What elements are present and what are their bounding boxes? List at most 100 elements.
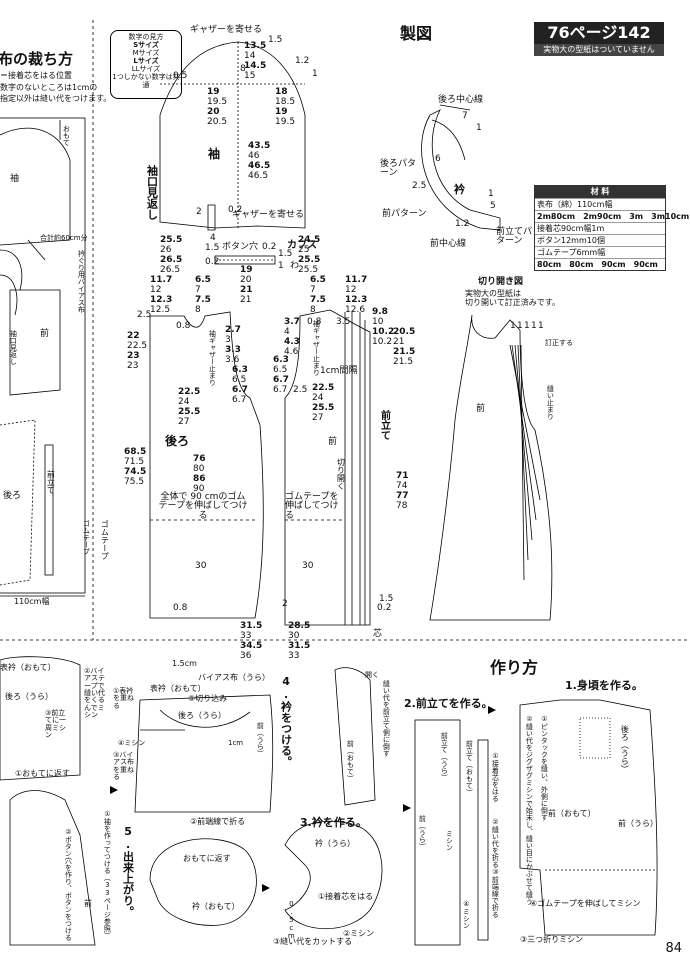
slash-spread-stop-note: 縫い止まり xyxy=(546,385,555,420)
slash-spread-v2: 1 xyxy=(517,321,523,331)
front-gather-stop: 袖ギャザー止まり xyxy=(312,320,321,376)
cuff-fold: わ xyxy=(290,261,300,271)
step-3-collar-back: 衿（うら） xyxy=(315,839,355,848)
step-3-collar-face: 衿（おもて） xyxy=(192,902,240,911)
step-4-note-2: ②前端線で折る xyxy=(190,817,246,826)
sleeve-label: 袖 xyxy=(208,147,221,161)
slash-spread-v1: 1 xyxy=(510,321,516,331)
step-2-open: 開く xyxy=(365,671,379,679)
front-placket-values-2: 20.5 21 21.5 21.5 xyxy=(393,327,416,367)
pattern-note: 実物大の型紙はついていません xyxy=(534,44,664,56)
back-hem-values: 31.5 33 34.5 36 xyxy=(240,621,263,661)
step-1-note-4: ④ゴムテープを伸ばしてミシン xyxy=(530,899,641,908)
collar-label: 衿 xyxy=(454,183,465,196)
front-cut-open: 切り開く xyxy=(336,458,346,490)
step-4-1cm: 1cm xyxy=(228,739,244,747)
step-1-title: 1.身頃を作る。 xyxy=(565,679,643,692)
step-2-placket-face: 前立て（おもて） xyxy=(465,740,474,796)
back-length-values: 68.5 71.5 74.5 75.5 xyxy=(124,447,147,487)
step-3-note-1: ①接着芯をはる xyxy=(318,892,374,901)
front-small-2: 0.8 xyxy=(307,317,322,327)
collar-front-pattern: 前パターン xyxy=(382,209,427,219)
sleeve-small-1: 1.5 xyxy=(268,35,283,45)
step-2-note-3: ③前端線で折る xyxy=(491,868,500,918)
size-legend-title: 数字の見方 xyxy=(128,33,164,41)
collar-value-1: 7 xyxy=(462,111,468,121)
slash-spread-v5: 1 xyxy=(538,321,544,331)
back-small-2: 0.8 xyxy=(176,321,191,331)
step-3-note-2: ②ミシン xyxy=(343,929,375,938)
legend-note: ＝接着芯をはる位置 xyxy=(0,71,72,80)
step-1-note-1: ①ピンタックを縫い、外側に倒す xyxy=(540,715,549,821)
cuff-small-2: 0.2 xyxy=(205,257,220,267)
sleeve-small-7: 2 xyxy=(196,207,202,217)
step-3-title: 3.衿を作る。 xyxy=(300,816,367,829)
collar-value-6: 5 xyxy=(490,201,496,211)
product-header: 76ページ142 実物大の型紙はついていません xyxy=(534,22,664,172)
step-4-collar-face: 表衿（おもて） xyxy=(150,684,206,693)
front-top-left-values: 6.5 7 7.5 8 xyxy=(310,275,326,315)
slash-spread-title: 切り開き図 xyxy=(478,277,524,287)
cut-label-total: 合計約60cm分 xyxy=(40,234,88,242)
back-top-left-values: 11.7 12 12.3 12.5 xyxy=(150,275,173,315)
step-3-turn-over: おもてに返す xyxy=(183,854,231,863)
sleeve-left-values: 19 19.5 20 20.5 xyxy=(207,87,228,127)
sleeve-length-values: 43.5 46 46.5 46.5 xyxy=(248,141,271,181)
back-label: 後ろ xyxy=(165,434,190,448)
step-5-collar-face: 表衿（おもて） xyxy=(0,663,56,672)
step-1-note-2: ②縫い代をジグザグミシンで始末し、縫い目にかぶせて縫う xyxy=(525,715,534,905)
step-4-note-3: ③バイアス布を重ねる xyxy=(113,751,134,782)
front-small-1: 2.5 xyxy=(293,385,308,395)
back-side-values: 22 22.5 23 23 xyxy=(127,331,148,371)
size-ll: LLサイズ xyxy=(131,65,161,74)
step-1-note-3: ③三つ折りミシン xyxy=(520,935,584,944)
step-5-placket: ③前立てに一周ミシン xyxy=(45,709,66,740)
button-loop-label: ボタン穴 xyxy=(222,242,259,252)
pattern-section-title: 製図 xyxy=(400,24,433,43)
step-2-front-face: 前（おもて） xyxy=(346,740,355,782)
front-hem-values: 28.5 30 31.5 33 xyxy=(288,621,311,661)
front-chest-values: 22.5 24 25.5 27 xyxy=(312,383,335,423)
sleeve-bottom-left-values: 25.5 26 26.5 26.5 xyxy=(160,235,183,275)
cuff-values: 19 20 21 21 xyxy=(240,265,253,305)
step-1-front-back: 前（うら） xyxy=(618,819,658,828)
size-common-note: 1つしかない数字は共通 xyxy=(112,73,180,90)
collar-value-7: 1 xyxy=(488,189,494,199)
back-top-mid-values: 6.5 7 7.5 8 xyxy=(195,275,211,315)
back-small-3: 30 xyxy=(195,561,207,571)
front-armhole-values: 6.3 6.5 6.7 6.7 xyxy=(273,355,289,395)
collar-value-4: 2.5 xyxy=(412,181,427,191)
step-4-note-1: ①表衿を重ねる xyxy=(113,687,134,710)
back-armhole-values-2: 6.3 6.5 6.7 6.7 xyxy=(232,365,248,405)
materials-row: 表布（綿）110cm幅 xyxy=(535,198,665,210)
back-waist-values: 76 80 86 90 xyxy=(193,454,206,494)
front-elastic-note: ゴムテープを伸ばしてつける xyxy=(285,492,339,521)
cut-label-back: 後ろ xyxy=(3,491,22,501)
cut-label-bias: 衿ぐり用バイアス布 xyxy=(77,250,86,313)
collar-value-2: 1 xyxy=(476,123,482,133)
sleeve-right-values: 18 18.5 19 19.5 xyxy=(275,87,296,127)
collar-placket-pattern: 前立てパターン xyxy=(496,227,533,247)
step-5-front: 前 xyxy=(84,899,92,908)
sleeve-small-4: 1 xyxy=(312,69,318,79)
slash-spread-v4: 1 xyxy=(531,321,537,331)
slash-spread-fix-note: 訂正する xyxy=(545,339,573,347)
front-small-7: 0.2 xyxy=(377,603,392,613)
step-5-buttons: ②ボタン穴を作り、ボタンをつける xyxy=(64,828,73,941)
materials-row: 接着芯90cm幅1m xyxy=(535,222,665,234)
back-armhole-values: 2.7 3 3.3 3.6 xyxy=(225,325,241,365)
step-4-back: 後ろ（うら） xyxy=(178,711,226,720)
cut-label-elastic: ゴムテープ xyxy=(82,520,91,555)
step-2-note-4: ④ミシン xyxy=(462,900,471,929)
front-neck-values: 3.7 4 4.3 4.6 xyxy=(284,317,300,357)
cut-label-front: 前 xyxy=(40,329,50,339)
back-small-4: 0.8 xyxy=(173,603,188,613)
step-2-front-back: 前（うら） xyxy=(418,815,427,850)
instructions-title: 作り方 xyxy=(490,658,539,677)
cuff-label: カフス xyxy=(287,240,317,251)
step-2-placket-back: 前立て（うら） xyxy=(440,732,449,781)
cuff-small-3: 1 xyxy=(278,261,284,271)
sleeve-small-6: 0.2 xyxy=(262,242,277,252)
sleeve-small-5: 0.2 xyxy=(228,205,243,215)
interfacing-label: 芯 xyxy=(373,629,383,639)
